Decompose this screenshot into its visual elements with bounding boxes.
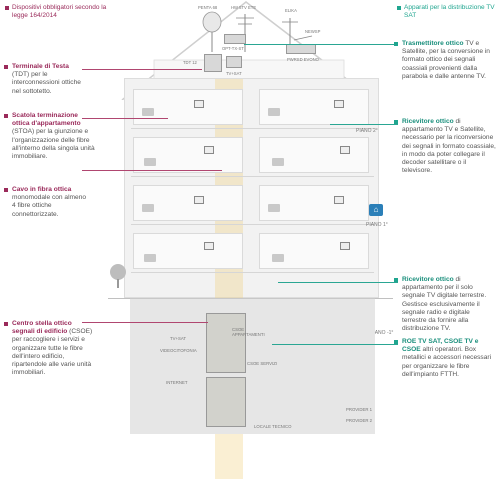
antenna-array [202,11,313,52]
annotation-stoa: Scatola terminazione ottica d'appartamen… [4,112,96,161]
legend-mandatory-swatch [5,6,9,10]
annotation-tx-text: TV e Satellite, per la conversione in fo… [402,40,490,80]
annotation-roe-dot [394,340,398,344]
legend-tvsat: Apparati per la distribuzione TV SAT [397,4,496,20]
apartment-1a [133,185,243,221]
annotation-tdt-dot [4,65,8,69]
connector-tx [244,44,398,45]
label-csoe-servizi: CSOE SERVIZI [247,361,278,366]
annotation-csoe-title: Centro stella ottico segnali di edificio [12,320,72,336]
label-basement-tvsat: TV+SAT [170,336,187,341]
legend-mandatory-text: Dispositivi obbligatori secondo la legge… [12,4,107,19]
annotation-fiber-text: monomodale con almeno 4 fibre ottiche co… [12,194,87,218]
apartment-2a [133,89,243,125]
annotation-rx2-dot [394,278,398,282]
legend-tvsat-swatch [397,6,401,10]
label-internet: INTERNET [166,380,188,385]
floor-1-lower [131,229,374,273]
annotation-rx2-title: Ricevitore ottico [402,276,454,283]
annotation-stoa-text: per la giunzione e l'organizzazione dell… [12,128,95,161]
csoe-services-rack [206,377,246,427]
opt-tx-unit [224,34,246,44]
annotation-tdt-title: Terminale di Testa [12,63,69,70]
power-unit [286,44,316,54]
annotation-rx1-text: di appartamento TV e Satellite, necessar… [402,118,496,175]
annotation-stoa-title: Scatola terminazione ottica d'appartamen… [12,112,81,128]
label-provider-2: PROVIDER 2 [346,418,373,423]
annotation-roe-title: ROE TV SAT, CSOE TV e CSOE [402,338,479,354]
apartment-2d [259,137,369,173]
apartment-1c [133,233,243,269]
home-icon: ⌂ [369,204,383,216]
apartment-1b [259,185,369,221]
annotation-fiber-cable: Cavo in fibra ottica monomodale con alme… [4,186,88,219]
annotation-csoe: Centro stella ottico segnali di edificio… [4,320,94,377]
annotation-tdt: Terminale di Testa (TDT) per le intercon… [4,63,84,96]
tree-trunk [117,279,119,288]
annotation-stoa-abbr: (STOA) [12,128,35,136]
csoe-rack [206,313,246,373]
annotation-tx-title: Trasmettitore ottico [402,40,464,47]
label-newsp: NEWSP [305,29,321,34]
annotation-optical-transmitter: Trasmettitore ottico TV e Satellite, per… [394,40,494,81]
label-provider-1: PROVIDER 1 [346,407,373,412]
tree-icon [110,264,126,280]
basement [130,298,375,434]
annotation-optical-receiver-sat: Ricevitore ottico di appartamento TV e S… [394,118,496,175]
annotation-rx1-title: Ricevitore ottico [402,118,454,125]
floor-tag-minus1: PIANO -1° [370,330,394,336]
tvsat-unit [226,56,242,68]
tdt-box [204,54,222,72]
connector-rx2 [278,282,398,283]
label-opt: OPT-TX-ST [222,46,244,51]
annotation-csoe-abbr: (CSOE) [69,328,93,336]
floor-1 [131,181,374,225]
annotation-csoe-text: per raccogliere i servizi e organizzare … [12,336,92,377]
connector-rx1 [330,124,398,125]
annotation-rx1-dot [394,120,398,124]
legend-mandatory: Dispositivi obbligatori secondo la legge… [5,4,122,20]
floor-2 [131,85,374,129]
apartment-1d [259,233,369,269]
label-videocitofonia: VIDEOCITOFONIA [160,348,197,353]
label-csoe-app: CSOE APPARTAMENTI [232,327,265,337]
annotation-tx-dot [394,42,398,46]
building-body [124,78,379,479]
apartment-2b [259,89,369,125]
apartment-2c [133,137,243,173]
label-elika: ELIKA [285,8,297,13]
annotation-roe: ROE TV SAT, CSOE TV e CSOE altri operato… [394,338,496,379]
floor-tag-1: PIANO 1° [366,222,388,228]
label-pwr: PWRSD EVONO [287,57,319,62]
annotation-tdt-text: per le interconnessioni ottiche nel sott… [12,71,81,95]
legend-tvsat-text: Apparati per la distribuzione TV SAT [404,4,495,19]
connector-fiber [82,170,222,171]
annotation-rx2-text: di appartamento per il solo segnale TV d… [402,276,487,333]
annotation-fiber-title: Cavo in fibra ottica [12,186,72,193]
label-locale-tecnico: LOCALE TECNICO [254,424,292,429]
label-hw: HW 5TV ETE [231,5,257,10]
annotation-csoe-dot [4,322,8,326]
label-tvsat: TV+SAT [226,71,242,76]
connector-csoe [82,322,208,323]
annotation-optical-receiver-dtt: Ricevitore ottico di appartamento per il… [394,276,494,333]
annotation-roe-text: altri operatori. Box metallici e accesso… [402,346,492,378]
annotation-stoa-dot [4,114,8,118]
connector-tdt [82,69,202,70]
label-tdt: TDT 12 [183,60,197,65]
annotation-fiber-dot [4,188,8,192]
connector-stoa [82,118,168,119]
label-penta: PENTA 68 [198,5,218,10]
floor-tag-2: PIANO 2° [356,128,378,134]
annotation-tdt-abbr: (TDT) [12,71,30,79]
floor-2-lower [131,133,374,177]
connector-roe [272,344,398,345]
